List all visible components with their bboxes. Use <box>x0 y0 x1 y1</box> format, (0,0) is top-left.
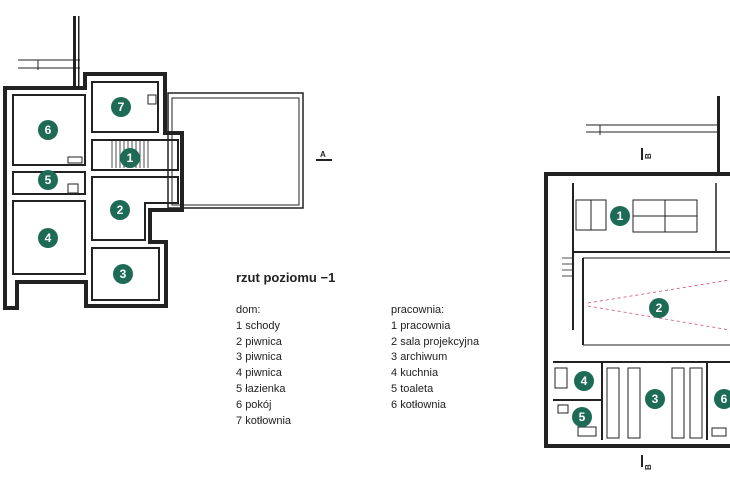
studio-room-badge: 5 <box>572 407 592 427</box>
house-room-badge: 3 <box>113 264 133 284</box>
house-legend-item: 2 piwnica <box>236 335 282 348</box>
section-mark-b-bottom: B <box>644 464 653 470</box>
house-plan <box>3 16 332 310</box>
studio-legend-heading: pracownia: <box>391 304 445 316</box>
studio-legend-item: 3 archiwum <box>391 351 448 364</box>
house-legend-item: 3 piwnica <box>236 351 282 364</box>
svg-text:3: 3 <box>120 267 127 281</box>
studio-legend-item: 4 kuchnia <box>391 367 439 380</box>
house-legend-item: 6 pokój <box>236 398 272 411</box>
svg-text:4: 4 <box>581 374 588 388</box>
house-room-badge: 6 <box>38 120 58 140</box>
studio-room-badge: 1 <box>610 206 630 226</box>
studio-room-badge: 3 <box>645 389 665 409</box>
svg-text:1: 1 <box>617 209 624 223</box>
svg-text:3: 3 <box>652 392 659 406</box>
studio-legend-item: 2 sala projekcyjna <box>391 335 480 348</box>
studio-room-badge: 2 <box>649 298 669 318</box>
svg-text:2: 2 <box>656 301 663 315</box>
svg-text:2: 2 <box>117 203 124 217</box>
house-legend-item: 1 schody <box>236 319 281 332</box>
house-room-badge: 5 <box>38 170 58 190</box>
house-room-badge: 4 <box>38 228 58 248</box>
house-legend-heading: dom: <box>236 304 261 316</box>
section-mark-a: A <box>320 150 326 159</box>
studio-legend: pracownia: 1 pracownia 2 sala projekcyjn… <box>391 303 479 414</box>
studio-room-badge: 4 <box>574 371 594 391</box>
house-room-badges: 7 6 1 5 2 4 3 <box>38 97 140 284</box>
house-legend-item: 4 piwnica <box>236 367 282 380</box>
studio-legend-item: 1 pracownia <box>391 319 451 332</box>
studio-legend-item: 6 kotłownia <box>391 398 447 411</box>
svg-text:6: 6 <box>721 392 728 406</box>
house-legend-item: 5 łazienka <box>236 382 286 395</box>
house-legend-item: 7 kotłownia <box>236 414 292 427</box>
house-legend: dom: 1 schody 2 piwnica 3 piwnica 4 piwn… <box>236 303 291 429</box>
house-room-badge: 2 <box>110 200 130 220</box>
svg-text:7: 7 <box>118 100 125 114</box>
svg-text:6: 6 <box>45 123 52 137</box>
svg-text:5: 5 <box>579 410 586 424</box>
plan-title: rzut poziomu −1 <box>236 270 336 285</box>
svg-text:1: 1 <box>127 151 134 165</box>
svg-text:4: 4 <box>45 231 52 245</box>
section-mark-b-top: B <box>644 153 653 159</box>
studio-legend-item: 5 toaleta <box>391 382 434 395</box>
svg-text:5: 5 <box>45 173 52 187</box>
studio-room-badge: 6 <box>714 389 730 409</box>
studio-plan <box>544 96 730 467</box>
house-room-badge: 1 <box>120 148 140 168</box>
house-room-badge: 7 <box>111 97 131 117</box>
studio-room-badges: 1 2 3 4 5 6 <box>572 206 730 427</box>
